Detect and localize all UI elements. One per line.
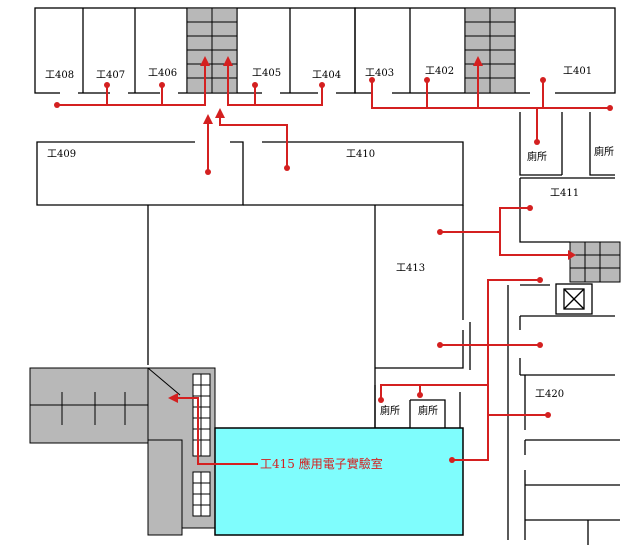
toilet-label-mid-b: 廁所 — [418, 404, 438, 417]
room-407-label: 工407 — [96, 70, 125, 81]
room-403-label: 工403 — [365, 68, 394, 79]
route-dots — [54, 77, 613, 463]
toilet-label-mid-a: 廁所 — [380, 404, 400, 417]
room-409-label: 工409 — [47, 149, 76, 160]
room-411-block — [519, 177, 615, 243]
toilet-label-right-b: 廁所 — [594, 145, 614, 158]
stairs-right-middle — [569, 241, 621, 283]
left-gray-wing — [29, 367, 216, 536]
room-404-label: 工404 — [312, 70, 341, 81]
evacuation-routes — [57, 60, 610, 465]
room-420-block — [507, 284, 620, 545]
right-toilet-block — [519, 112, 615, 176]
room-410-label: 工410 — [346, 149, 375, 160]
room-408-label: 工408 — [45, 70, 74, 81]
room-420-label: 工420 — [535, 389, 564, 400]
room-413-label: 工413 — [396, 263, 425, 274]
room-402-label: 工402 — [425, 66, 454, 77]
stairs-top-right — [464, 7, 516, 94]
lab-415[interactable] — [214, 427, 464, 536]
stairs-top-left — [186, 7, 238, 94]
toilet-label-right-a: 廁所 — [527, 150, 547, 163]
room-401-label: 工401 — [563, 66, 592, 77]
elevator — [555, 283, 593, 315]
room-409-410-block — [36, 141, 464, 206]
room-406-label: 工406 — [148, 68, 177, 79]
lab-415-label: 工415 應用電子實驗室 — [260, 456, 383, 471]
room-405-label: 工405 — [252, 68, 281, 79]
room-411-label: 工411 — [550, 188, 579, 199]
route-arrows — [168, 56, 576, 403]
